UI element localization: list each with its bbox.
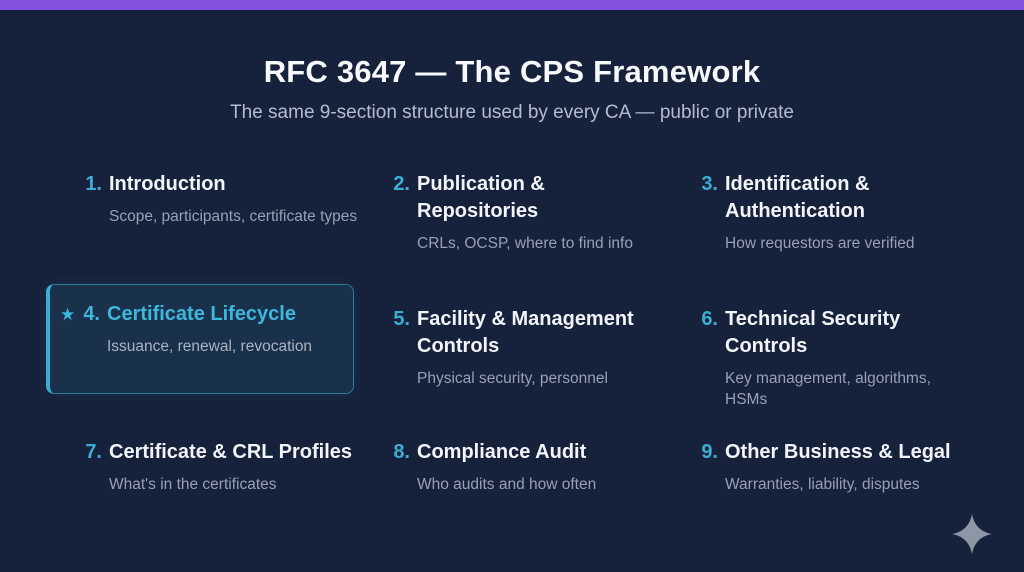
section-description: What's in the certificates — [109, 476, 277, 493]
section-content: Certificate & CRL Profiles What's in the… — [109, 439, 352, 495]
top-accent-bar — [0, 0, 1024, 10]
section-item-3: 3. Identification & Authentication How r… — [696, 171, 994, 306]
section-content: Certificate Lifecycle Issuance, renewal,… — [107, 301, 312, 357]
section-content: Technical Security Controls Key manageme… — [725, 306, 975, 410]
section-number: 4. — [83, 303, 100, 325]
section-number: 5. — [393, 308, 410, 330]
section-title: Identification & Authentication — [725, 173, 870, 222]
section-number: 1. — [85, 173, 102, 195]
section-description: Key management, algorithms, HSMs — [725, 370, 931, 408]
section-content: Other Business & Legal Warranties, liabi… — [725, 439, 951, 495]
section-title: Compliance Audit — [417, 441, 587, 463]
section-number: 2. — [393, 173, 410, 195]
slide-header: RFC 3647 — The CPS Framework The same 9-… — [0, 54, 1024, 126]
section-description: Issuance, renewal, revocation — [107, 338, 313, 355]
section-description: Physical security, personnel — [417, 370, 608, 387]
section-title: Certificate Lifecycle — [107, 303, 296, 325]
page-subtitle: The same 9-section structure used by eve… — [230, 102, 794, 123]
section-description: Who audits and how often — [417, 476, 597, 493]
section-item-2: 2. Publication & Repositories CRLs, OCSP… — [388, 171, 686, 306]
section-title: Technical Security Controls — [725, 308, 901, 357]
section-title: Certificate & CRL Profiles — [109, 441, 353, 463]
section-title: Other Business & Legal — [725, 441, 951, 463]
section-title: Publication & Repositories — [417, 173, 545, 222]
section-item-1: 1. Introduction Scope, participants, cer… — [80, 171, 378, 306]
section-content: Compliance Audit Who audits and how ofte… — [417, 439, 596, 495]
section-content: Publication & Repositories CRLs, OCSP, w… — [417, 171, 665, 254]
section-content: Identification & Authentication How requ… — [725, 171, 973, 254]
section-title: Facility & Management Controls — [417, 308, 634, 357]
section-description: How requestors are verified — [725, 235, 915, 252]
section-number: 6. — [701, 308, 718, 330]
section-number: 3. — [701, 173, 718, 195]
section-item-4: ★ 4. Certificate Lifecycle Issuance, ren… — [46, 284, 378, 439]
section-item-6: 6. Technical Security Controls Key manag… — [696, 306, 994, 439]
star-icon: ★ — [60, 305, 76, 324]
section-item-9: 9. Other Business & Legal Warranties, li… — [696, 439, 994, 495]
section-content: Facility & Management Controls Physical … — [417, 306, 665, 389]
section-content: Introduction Scope, participants, certif… — [109, 171, 357, 227]
page-title: RFC 3647 — The CPS Framework — [263, 54, 761, 89]
section-number: 9. — [701, 441, 718, 463]
section-item-8: 8. Compliance Audit Who audits and how o… — [388, 439, 686, 495]
section-description: Warranties, liability, disputes — [725, 476, 920, 493]
section-item-7: 7. Certificate & CRL Profiles What's in … — [80, 439, 378, 495]
section-title: Introduction — [109, 173, 226, 195]
highlighted-section-card: ★ 4. Certificate Lifecycle Issuance, ren… — [46, 284, 354, 394]
sections-grid: 1. Introduction Scope, participants, cer… — [46, 171, 994, 495]
section-item-5: 5. Facility & Management Controls Physic… — [388, 306, 686, 439]
section-number: 8. — [393, 441, 410, 463]
section-number: 7. — [85, 441, 102, 463]
sparkle-icon — [951, 513, 993, 555]
section-description: Scope, participants, certificate types — [109, 208, 358, 225]
section-description: CRLs, OCSP, where to find info — [417, 235, 633, 252]
